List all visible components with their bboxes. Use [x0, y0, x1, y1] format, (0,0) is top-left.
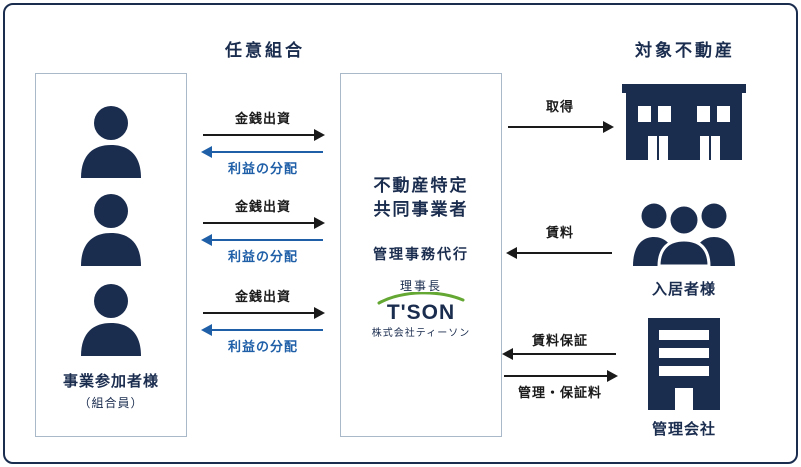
investment-flow-group: 金銭出資 利益の分配 — [201, 196, 325, 270]
management-company-icon — [648, 318, 720, 410]
management-fee-label: 管理・保証料 — [517, 385, 602, 400]
investment-arrow — [203, 217, 325, 229]
diagram-border — [3, 3, 798, 464]
investment-flow-group: 金銭出資 利益の分配 — [201, 286, 325, 360]
rent-arrow — [506, 247, 612, 259]
management-flow-group: 賃料保証 管理・保証料 — [502, 330, 618, 400]
operator-subtitle: 管理事務代行 — [373, 248, 469, 263]
tson-logo: T'SON — [377, 292, 465, 322]
rent-guarantee-arrow — [502, 348, 616, 360]
operator-company: 株式会社ティーソン — [371, 328, 471, 339]
partnership-heading: 任意組合 — [225, 41, 305, 60]
investment-arrow — [203, 129, 325, 141]
acquisition-label: 取得 — [545, 99, 574, 114]
profit-arrow — [201, 234, 323, 246]
property-building-icon — [622, 84, 746, 160]
management-fee-arrow — [504, 370, 618, 382]
person-icon — [81, 284, 141, 356]
property-heading: 対象不動産 — [635, 41, 735, 60]
operator-title-line2: 共同事業者 — [373, 200, 469, 219]
investors-title: 事業参加者様 — [62, 374, 159, 390]
person-icon — [81, 106, 141, 178]
investment-flow-group: 金銭出資 利益の分配 — [201, 108, 325, 182]
operator-title-line1: 不動産特定 — [373, 176, 469, 195]
profit-label: 利益の分配 — [227, 339, 298, 354]
rent-guarantee-label: 賃料保証 — [531, 333, 588, 348]
investment-label: 金銭出資 — [234, 289, 291, 304]
rent-label: 賃料 — [545, 225, 574, 240]
logo-text: T'SON — [387, 301, 455, 322]
investment-label: 金銭出資 — [234, 111, 291, 126]
management-company-label: 管理会社 — [651, 422, 716, 438]
person-icon — [81, 194, 141, 266]
tenants-label: 入居者様 — [651, 282, 716, 298]
profit-label: 利益の分配 — [227, 249, 298, 264]
investors-subtitle: （組合員） — [78, 396, 144, 410]
rent-flow-group: 賃料 — [506, 222, 612, 262]
logo-swoosh-icon — [377, 292, 465, 305]
investment-label: 金銭出資 — [234, 199, 291, 214]
profit-arrow — [201, 324, 323, 336]
profit-label: 利益の分配 — [227, 161, 298, 176]
operator-box: 不動産特定 共同事業者 管理事務代行 理事長 T'SON 株式会社ティーソン — [340, 73, 502, 437]
investors-box: 事業参加者様 （組合員） — [35, 73, 187, 437]
investment-arrow — [203, 307, 325, 319]
acquisition-flow-group: 取得 — [508, 96, 614, 136]
acquisition-arrow — [508, 121, 614, 133]
profit-arrow — [201, 146, 323, 158]
tenants-group-icon — [633, 203, 735, 266]
operator-role: 理事長 — [399, 279, 442, 293]
